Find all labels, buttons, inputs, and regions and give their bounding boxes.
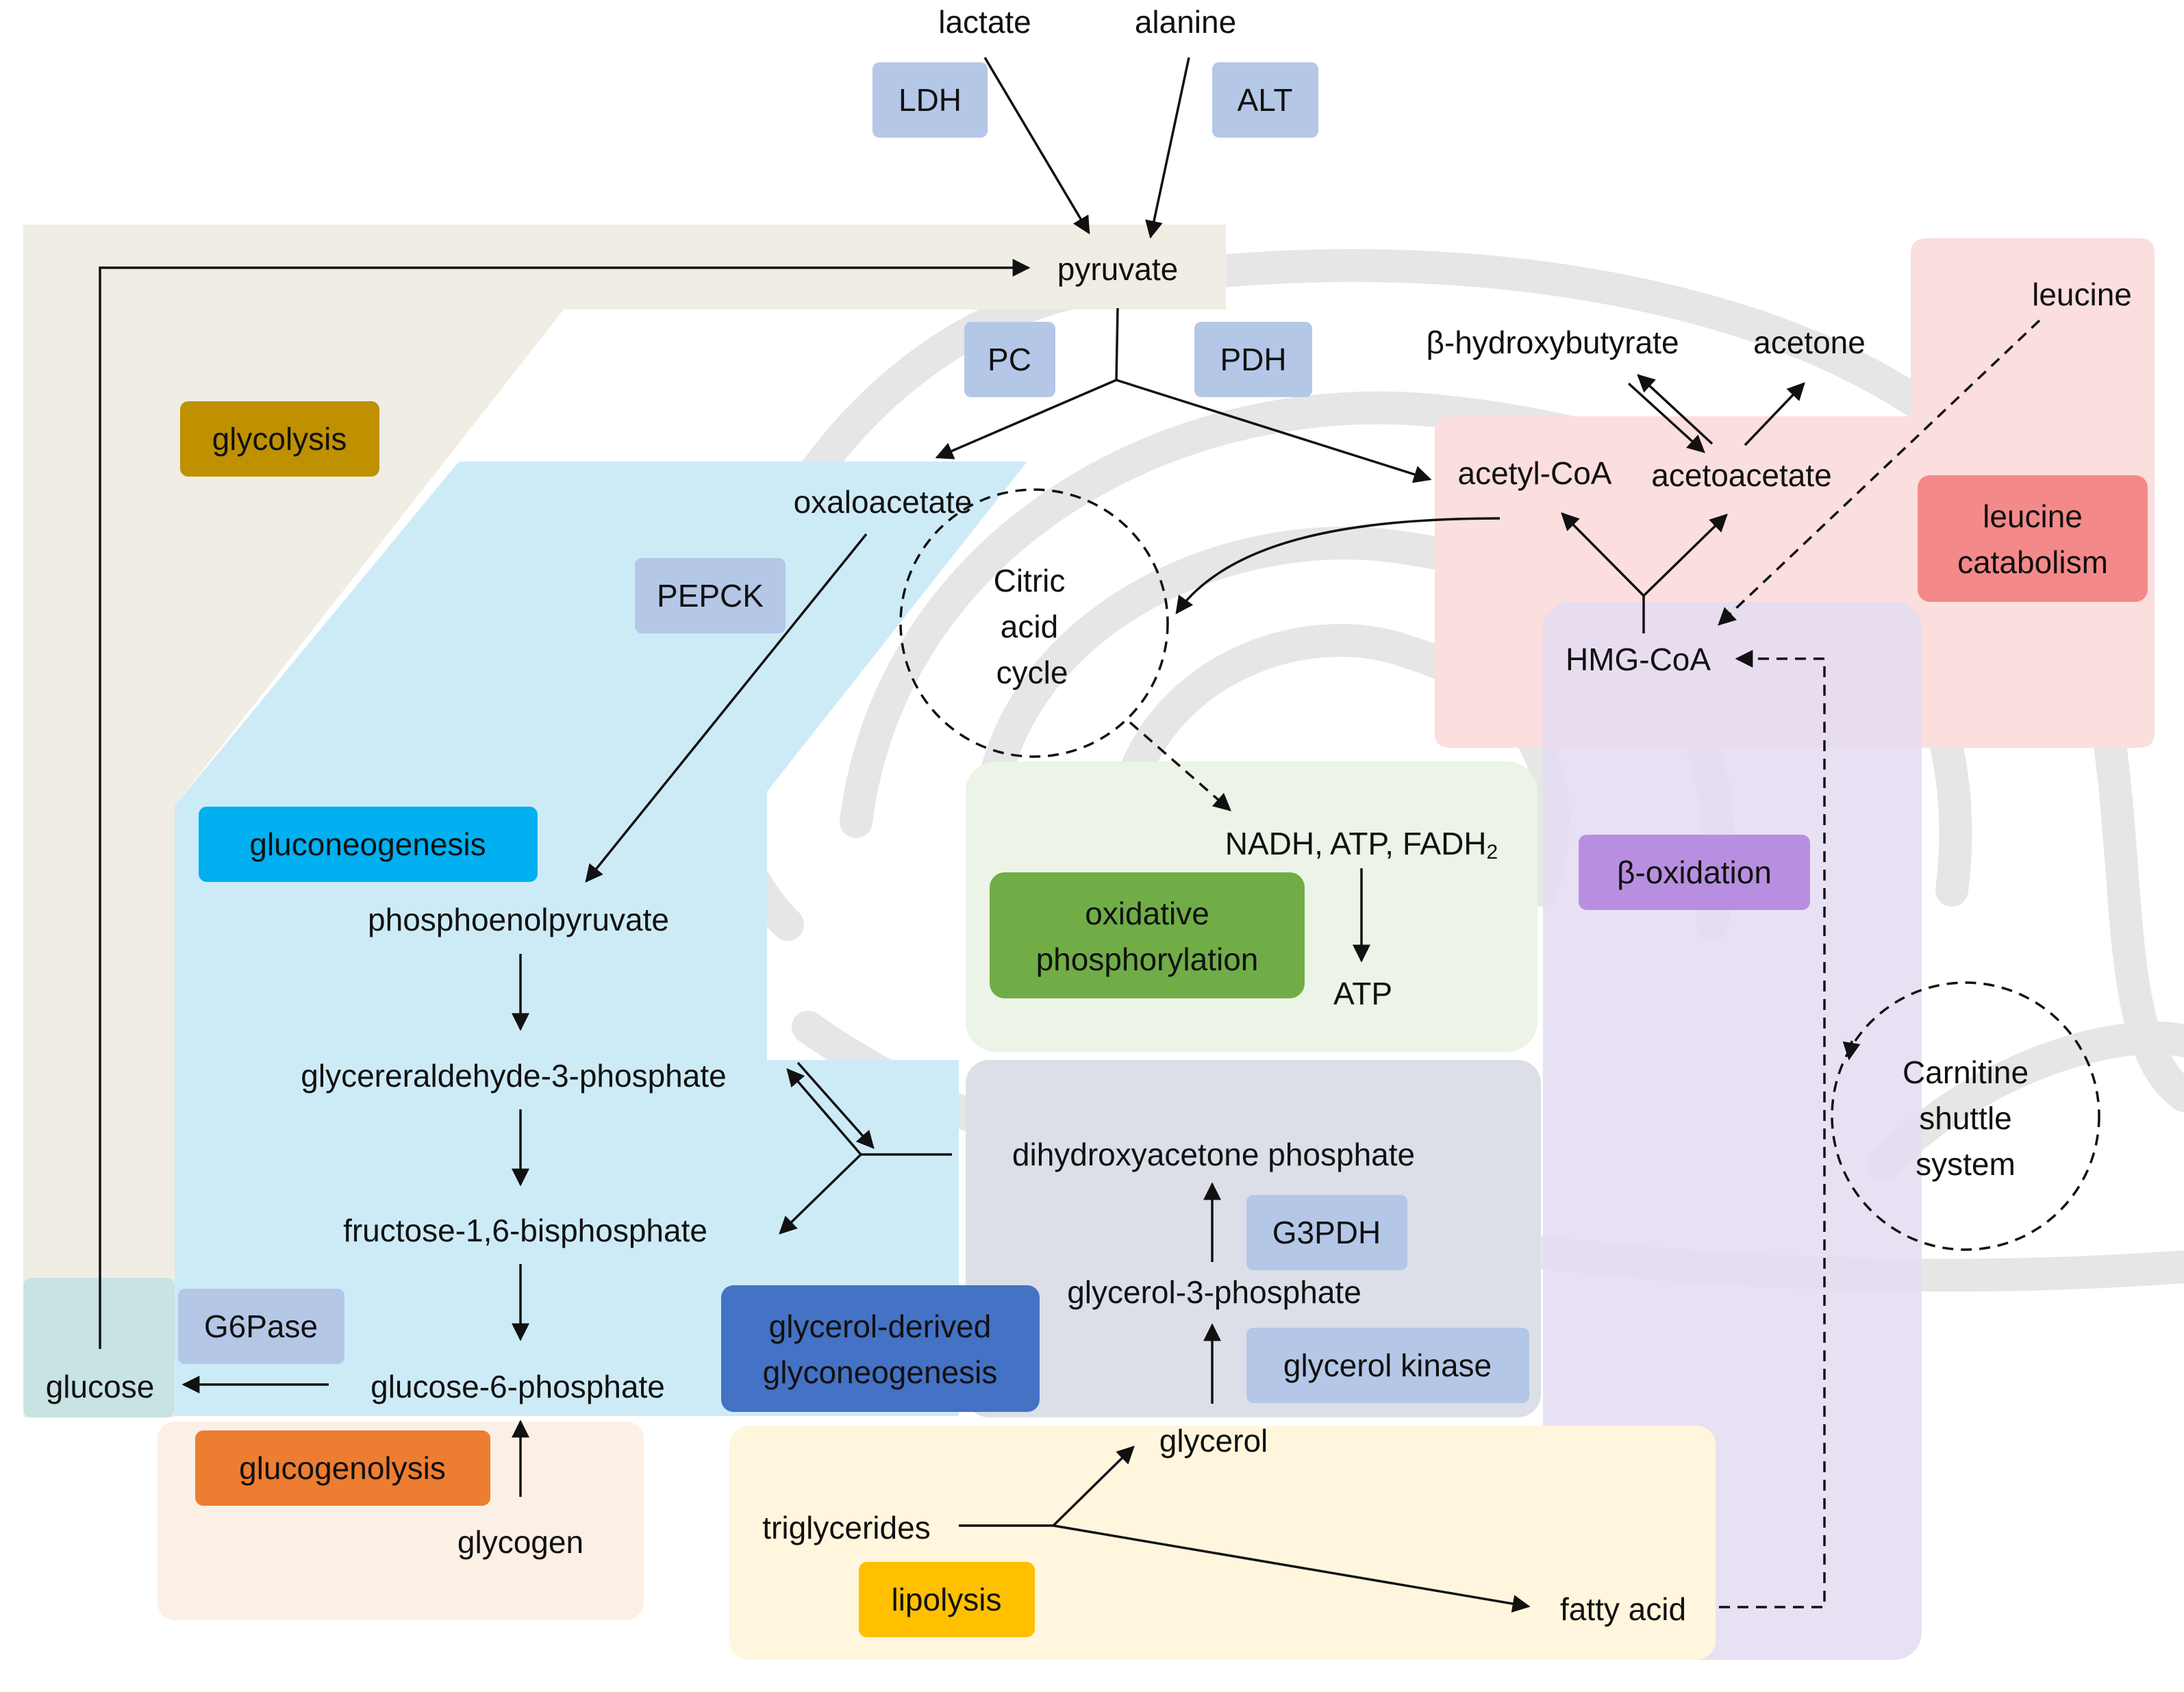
arrow-dhap-g3p-ald [786,1068,862,1156]
glycerol-derived-label-line2: glyconeogenesis [763,1354,998,1390]
glycolysis-region [23,225,1226,1417]
arrow-fatty-acid-hmgcoa [1719,650,1826,1608]
pepck-box [635,558,786,633]
beta-oxidation-label-box [1579,835,1810,910]
hmg-coa-label: HMG-CoA [1566,642,1711,677]
arrow-triglycerides-fatty-acid [1053,1524,1531,1613]
arrow-glucose-pyruvate [99,259,1031,1349]
lactate-label: lactate [938,4,1031,40]
arrow-dhap-f16bp [779,1153,862,1235]
connectors [99,57,2100,1613]
arrow-triglycerides-glycerol [1052,1445,1135,1527]
oxidative-phosphorylation-label-line2: phosphorylation [1036,942,1259,977]
arrow-hmgcoa-acetoacetate [1642,514,1728,597]
carnitine-shuttle-line1: Carnitine [1903,1055,2029,1090]
lipolysis-label: lipolysis [891,1582,1001,1617]
carnitine-shuttle-line2: shuttle [1919,1100,2012,1136]
arrow-bhb-acetoacetate [1627,382,1705,453]
glycerol-derived-label-line1: glycerol-derived [769,1309,992,1344]
leucine-catabolism-label-line1: leucine [1983,498,2083,534]
pathway-labels: glycolysis gluconeogenesis oxidative pho… [180,401,2148,1637]
atp-label: ATP [1333,976,1392,1011]
g3pdh-label: G3PDH [1272,1215,1381,1250]
glycogenolysis-label: glucogenolysis [239,1450,446,1486]
cycle-labels: Citric acid cycle Carnitine shuttle syst… [994,563,2029,1182]
carnitine-shuttle-circle [1831,981,2100,1251]
pyruvate-label: pyruvate [1057,251,1178,287]
glycogenolysis-label-box [195,1430,490,1506]
glyceraldehyde-3-phosphate-label: glycereraldehyde-3-phosphate [301,1058,726,1094]
gluconeogenesis-label: gluconeogenesis [249,826,486,862]
arrow-acetoacetate-acetone [1744,382,1805,446]
citric-acid-cycle-circle [899,488,1169,758]
glucose-label: glucose [46,1369,155,1404]
fadh-subscript: 2 [1487,841,1498,863]
glucose-6-phosphate-label: glucose-6-phosphate [371,1369,665,1404]
ldh-box [873,62,988,138]
arrow-lactate-pyruvate [983,57,1090,235]
ldh-label: LDH [899,82,962,118]
carnitine-shuttle-line3: system [1916,1146,2016,1182]
dihydroxyacetone-phosphate-label: dihydroxyacetone phosphate [1012,1137,1415,1172]
leucine-catabolism-label-box [1918,475,2148,602]
arrow-g3p-ald-dhap [796,1061,875,1149]
acetyl-coa-label: acetyl-CoA [1458,455,1612,491]
oxaloacetate-label: oxaloacetate [794,484,972,520]
g6pase-box [178,1289,344,1364]
beta-oxidation-label: β-oxidation [1617,855,1772,890]
enzyme-boxes: LDH ALT PC PDH PEPCK G6Pase G3PDH glycer… [178,62,1529,1403]
glycolysis-label: glycolysis [212,421,347,457]
glycogen-label: glycogen [457,1524,583,1560]
fructose-bisphosphate-label: fructose-1,6-bisphosphate [343,1213,707,1248]
oxidative-phosphorylation-label-line1: oxidative [1085,896,1209,931]
arrow-oxaloacetate-pep [585,533,868,883]
pc-label: PC [988,342,1031,377]
alt-label: ALT [1238,82,1293,118]
arrow-carnitine [1842,1040,1861,1061]
beta-hydroxybutyrate-label: β-hydroxybutyrate [1426,325,1679,360]
triglycerides-label: triglycerides [762,1510,930,1545]
pathway-regions [23,225,2155,1660]
glycerol-derived-label-box [721,1285,1040,1412]
arrow-pyruvate-acetyl-coa [1116,379,1432,483]
fatty-acid-label: fatty acid [1560,1591,1686,1627]
nadh-atp-fadh-text: NADH, ATP, FADH [1225,826,1487,861]
arrow-alanine-pyruvate [1145,57,1190,239]
pdh-label: PDH [1220,342,1286,377]
citric-acid-cycle-line3: cycle [996,655,1068,690]
pc-box [964,322,1055,397]
glycerol-kinase-label: glycerol kinase [1283,1348,1492,1383]
leucine-catabolism-label-line2: catabolism [1957,544,2108,580]
leucine-label: leucine [2032,277,2132,312]
pdh-box [1194,322,1312,397]
oxidative-phosphorylation-label-box [990,872,1305,998]
arrow-tca-nadh [1129,721,1231,811]
alt-box [1212,62,1318,138]
metabolite-labels: lactate alanine pyruvate oxaloacetate ac… [46,4,2132,1627]
arrow-hmgcoa-acetyl-coa [1561,512,1645,597]
arrow-pyruvate-oxaloacetate [935,379,1117,459]
citric-acid-cycle-line2: acid [1001,609,1058,644]
acetoacetate-label: acetoacetate [1651,457,1831,493]
glycerol-3-phosphate-label: glycerol-3-phosphate [1067,1274,1361,1310]
phosphoenolpyruvate-label: phosphoenolpyruvate [368,902,669,937]
glycolysis-label-box [180,401,379,477]
arrow-acetoacetate-bhb [1637,374,1714,445]
g3pdh-box [1246,1195,1407,1270]
arrow-acetyl-coa-tca [1175,517,1501,615]
g6pase-label: G6Pase [204,1309,318,1344]
nadh-atp-fadh2-label: NADH, ATP, FADH2 [1225,826,1498,863]
lipolysis-label-box [859,1562,1035,1637]
line-pyruvate-branch [1115,307,1119,381]
acetone-label: acetone [1753,325,1866,360]
citric-acid-cycle-line1: Citric [994,563,1066,598]
gluconeogenesis-region [175,462,1027,1416]
gluconeogenesis-label-box [199,807,538,882]
glycerol-label: glycerol [1159,1423,1268,1459]
pepck-label: PEPCK [657,578,764,614]
alanine-label: alanine [1135,4,1236,40]
glycerol-kinase-box [1246,1328,1529,1403]
